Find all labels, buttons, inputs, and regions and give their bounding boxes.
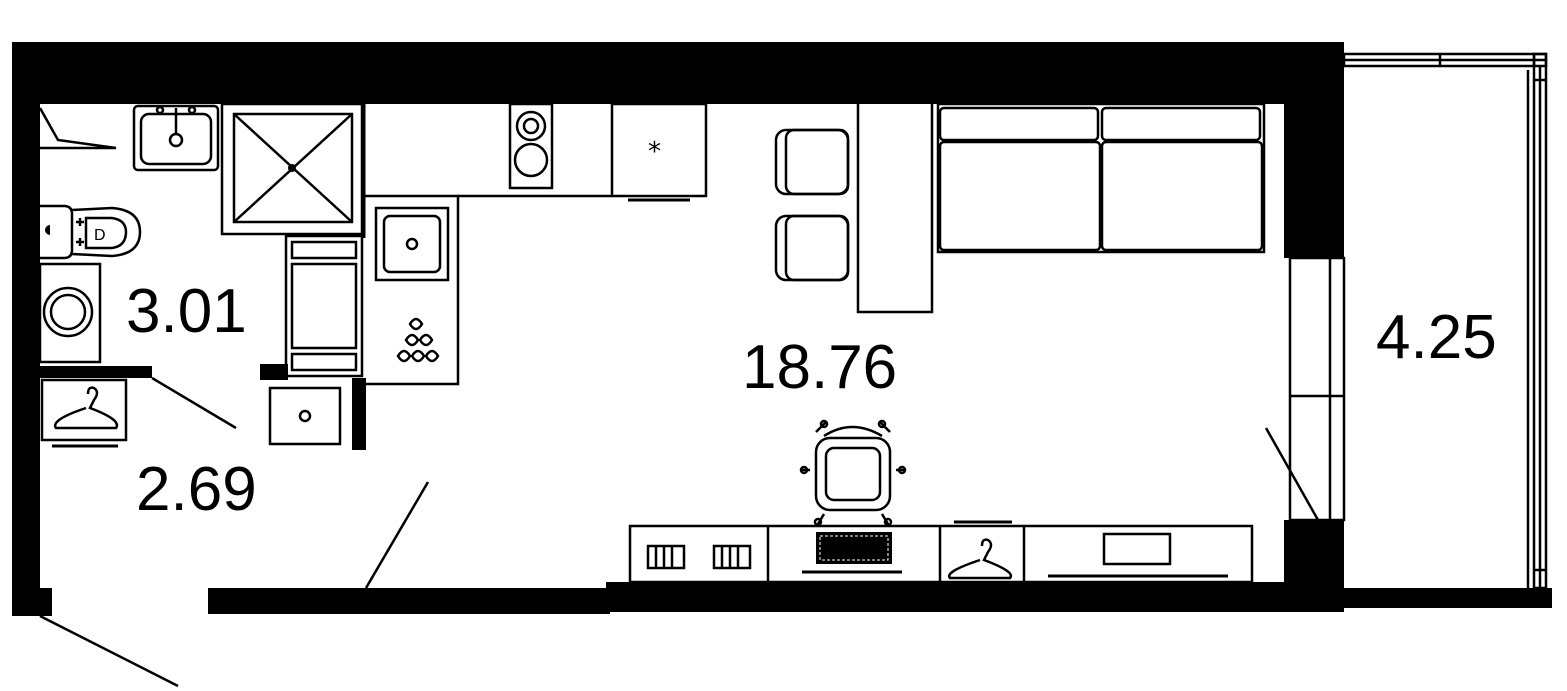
bathroom: D 3.01 [38,102,366,364]
hob-icon [508,102,554,190]
keyboard-icon [802,532,902,574]
bathroom-door-leaf [151,376,237,430]
desk-unit [628,524,1254,584]
balcony: 4.25 [1342,52,1548,590]
sofa-icon [936,102,1266,254]
area-label-main-room: 18.76 [742,333,897,402]
wardrobe-icon [40,378,128,448]
entrance-door-leaf [39,614,179,688]
main-room: 18.76 [628,100,1346,584]
kitchen: * [284,102,708,386]
balcony-door-leaf [1264,427,1320,521]
wall-bath-partition [40,366,152,378]
wall-bottom-right [606,582,1344,612]
toilet-icon: D [40,204,142,260]
bar-counter [856,100,934,314]
svg-text:D: D [94,227,106,244]
area-label-balcony: 4.25 [1376,303,1497,372]
monitor-icon [1048,532,1228,578]
fridge-icon: * [610,102,708,202]
area-label-hallway: 2.69 [136,455,257,524]
dishwasher-icon [396,317,440,363]
oven-icon [268,386,342,446]
washbasin-icon [132,104,220,172]
shelf-icon [38,107,117,150]
wall-hall-partition [352,378,366,450]
shower-icon [220,102,364,236]
kitchen-counter-outline [364,194,460,386]
washing-machine-icon [38,262,102,364]
wall-right-upper [1284,42,1344,258]
balcony-railing [1342,52,1548,590]
wall-top [12,42,1344,104]
cabinet-icon [284,234,364,378]
area-label-bathroom: 3.01 [126,277,247,346]
kitchen-sink-icon [374,206,450,282]
wall-left [12,42,40,590]
office-chair-icon [799,419,907,527]
wall-door-stub [12,588,52,616]
hanger-icon [947,520,1013,580]
hallway: 2.69 [40,378,342,524]
wall-bath-stub [260,364,288,380]
balcony-window [1288,256,1346,522]
walls [12,42,1552,616]
bar-chair-icon-2 [774,214,850,282]
wall-balcony-bottom [1340,588,1552,608]
svg-text:*: * [648,137,661,167]
wall-bottom-left [208,588,610,614]
books-icon [646,544,752,570]
bar-chair-icon [774,128,850,196]
room-door-leaf [364,481,430,589]
